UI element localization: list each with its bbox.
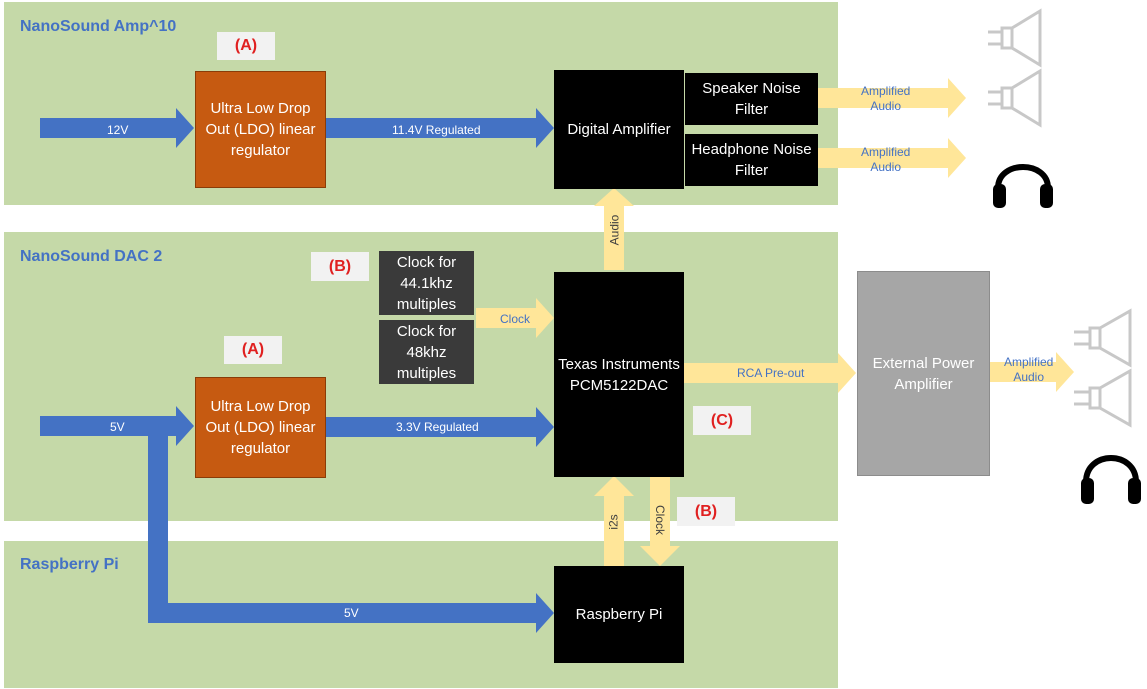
speaker-noise-filter-block: Speaker Noise Filter <box>685 73 818 125</box>
badge-amp-a: (A) <box>217 32 275 60</box>
label-i2s: i2s <box>605 505 623 539</box>
label-clock-down: Clock <box>651 500 669 540</box>
clock-48khz-block: Clock for 48khz multiples <box>379 320 474 384</box>
label-clock-in: Clock <box>498 312 533 326</box>
label-rca-pre-out: RCA Pre-out <box>735 366 807 380</box>
clock-44-1khz-block: Clock for 44.1khz multiples <box>379 251 474 315</box>
section-title-pi: Raspberry Pi <box>20 556 119 573</box>
speaker-icon <box>1074 368 1132 428</box>
arrow-5v-pi <box>148 434 554 633</box>
label-12v: 12V <box>105 123 131 137</box>
headphones-icon <box>1081 455 1141 504</box>
arrow-amplified-headphone <box>818 138 966 178</box>
label-3-3v: 3.3V Regulated <box>394 420 481 434</box>
speaker-icon <box>1074 308 1132 368</box>
headphone-noise-filter-block: Headphone Noise Filter <box>685 134 818 186</box>
badge-dac-b-bottom: (B) <box>677 497 735 526</box>
ldo-dac-block: Ultra Low Drop Out (LDO) linear regulato… <box>195 377 326 478</box>
badge-dac-c: (C) <box>693 406 751 435</box>
section-title-amp: NanoSound Amp^10 <box>20 18 177 35</box>
speaker-icon <box>988 68 1042 128</box>
label-11-4v: 11.4V Regulated <box>390 123 483 137</box>
ldo-amp-block: Ultra Low Drop Out (LDO) linear regulato… <box>195 71 326 188</box>
badge-dac-a: (A) <box>224 336 282 364</box>
speaker-icon <box>988 8 1042 68</box>
badge-dac-b-top: (B) <box>311 252 369 281</box>
arrow-amplified-speaker <box>818 78 966 118</box>
raspberry-pi-block: Raspberry Pi <box>554 566 684 663</box>
label-5v-dac: 5V <box>108 420 127 434</box>
section-title-dac: NanoSound DAC 2 <box>20 248 163 265</box>
external-power-amplifier-block: External Power Amplifier <box>857 271 990 476</box>
digital-amplifier-block: Digital Amplifier <box>554 70 684 189</box>
ti-dac-block: Texas Instruments PCM5122DAC <box>554 272 684 477</box>
headphones-icon <box>993 164 1053 208</box>
arrow-amplified-external <box>990 352 1074 392</box>
label-audio-up: Audio <box>605 210 623 250</box>
label-5v-pi: 5V <box>342 606 361 620</box>
